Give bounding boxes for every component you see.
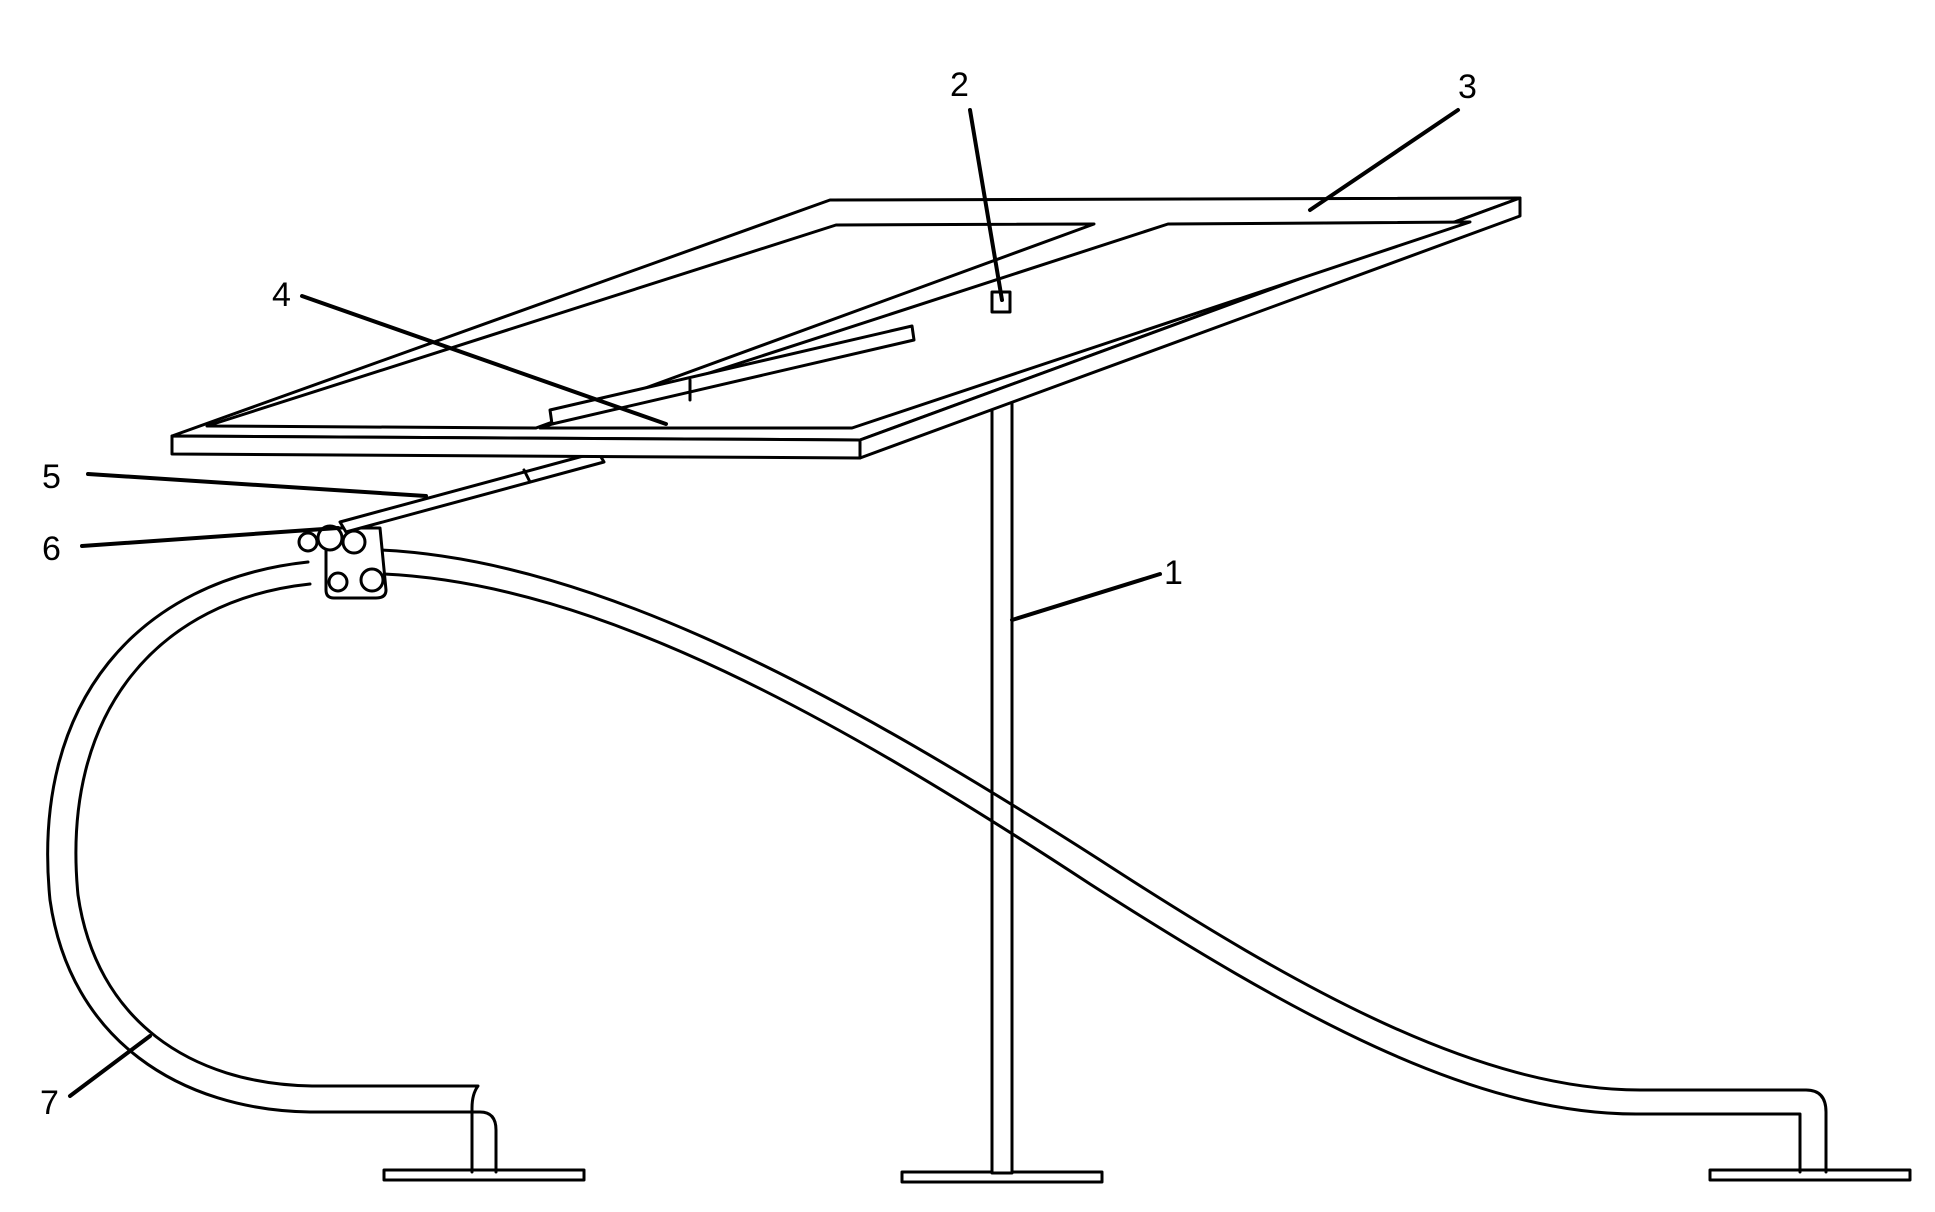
curved-guide-rail bbox=[46, 548, 1828, 1174]
callout-label-6: 6 bbox=[42, 530, 61, 568]
leader-6 bbox=[80, 526, 340, 548]
leader-5 bbox=[86, 472, 428, 498]
leader-2 bbox=[968, 108, 1004, 302]
tilt-arm bbox=[338, 450, 606, 534]
callout-label-3: 3 bbox=[1458, 68, 1477, 106]
axle-tube-body bbox=[548, 324, 916, 426]
rail-outer-edge bbox=[46, 560, 498, 1174]
roller-wheel-upper-mid bbox=[316, 524, 344, 552]
callout-labels: 1 2 3 4 5 6 7 bbox=[40, 66, 1477, 1122]
base-plate-left bbox=[382, 1168, 586, 1182]
rail-right-edge-top bbox=[378, 548, 1828, 1174]
tilt-arm-joint bbox=[522, 468, 532, 484]
roller-wheel-upper-left bbox=[297, 531, 319, 553]
callout-label-4: 4 bbox=[272, 276, 291, 314]
rail-inner-edge bbox=[74, 582, 480, 1174]
frame-opening-right bbox=[538, 220, 1472, 430]
support-column bbox=[984, 310, 1020, 1175]
base-plates bbox=[382, 1168, 1912, 1184]
roller-wheel-lower-right bbox=[359, 567, 385, 593]
callout-label-2: 2 bbox=[950, 66, 969, 104]
leader-3 bbox=[1308, 108, 1460, 212]
support-column-body bbox=[990, 324, 1014, 1175]
callout-label-5: 5 bbox=[42, 458, 61, 496]
panel-frame bbox=[170, 196, 1522, 460]
leader-7 bbox=[68, 1034, 152, 1098]
frame-front-face bbox=[170, 434, 862, 460]
base-plate-right bbox=[1708, 1168, 1912, 1182]
frame-opening-left bbox=[205, 222, 1096, 430]
leader-4 bbox=[300, 294, 668, 426]
roller-wheel-upper-right bbox=[341, 529, 367, 555]
rail-right-edge-bottom bbox=[382, 572, 1802, 1174]
callout-label-7: 7 bbox=[40, 1084, 59, 1122]
callout-label-1: 1 bbox=[1164, 554, 1183, 592]
tilt-arm-body bbox=[338, 450, 606, 534]
axle-tube bbox=[548, 324, 916, 426]
roller-carriage bbox=[297, 524, 388, 600]
roller-wheel-lower-left bbox=[327, 571, 349, 593]
leader-1 bbox=[1010, 572, 1162, 622]
leader-lines bbox=[68, 108, 1460, 1098]
